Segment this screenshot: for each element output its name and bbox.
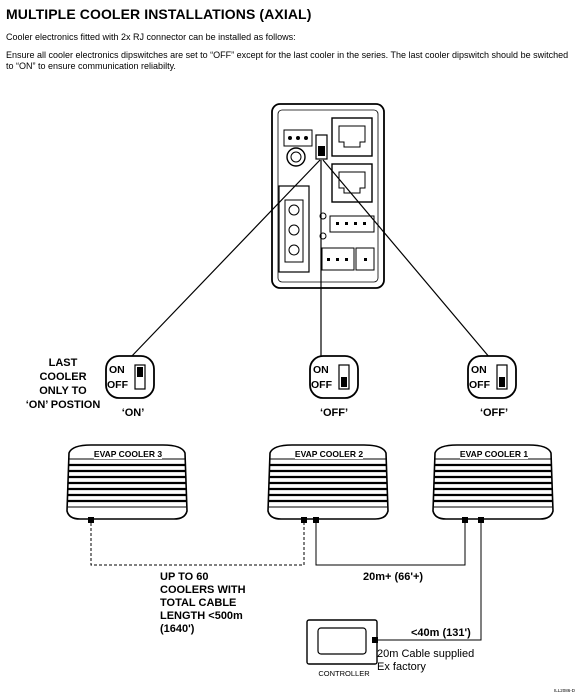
svg-text:CONTROLLER: CONTROLLER [318, 669, 370, 678]
svg-text:OFF: OFF [469, 379, 491, 391]
electronics-board [271, 103, 385, 289]
dipswitch-callout-cooler-2: ON OFF [309, 355, 359, 399]
controller-length-label: <40m (131') [411, 627, 471, 639]
svg-text:ON: ON [313, 364, 329, 376]
switch-state-cooler-3: ‘ON’ [122, 407, 145, 419]
switch-state-cooler-1: ‘OFF’ [480, 407, 508, 419]
svg-text:LENGTH <500m: LENGTH <500m [160, 610, 243, 622]
svg-text:COOLER: COOLER [39, 371, 86, 383]
svg-text:ON: ON [109, 364, 125, 376]
svg-text:‘ON’ POSTION: ‘ON’ POSTION [26, 399, 101, 411]
instruction-text: Ensure all cooler electronics dipswitche… [6, 50, 569, 71]
controller-cable-note: 20m Cable supplied [377, 648, 474, 660]
cable-length-note: UP TO 60 COOLERS WITH TOTAL CABLE LENGTH… [160, 571, 246, 635]
svg-text:UP TO 60: UP TO 60 [160, 571, 209, 583]
page-title: MULTIPLE COOLER INSTALLATIONS (AXIAL) [6, 6, 312, 22]
svg-text:TOTAL CABLE: TOTAL CABLE [160, 597, 236, 609]
svg-text:OFF: OFF [107, 379, 129, 391]
svg-text:COOLERS WITH: COOLERS WITH [160, 584, 246, 596]
rj-jack-top [331, 117, 373, 157]
rj-jack-bottom [331, 163, 373, 203]
figure-code: ILL2086-D [554, 688, 576, 693]
switch-state-cooler-2: ‘OFF’ [320, 407, 348, 419]
svg-text:ON: ON [471, 364, 487, 376]
svg-text:OFF: OFF [311, 379, 333, 391]
dipswitch-callout-cooler-3: ON OFF [105, 355, 155, 399]
last-cooler-note: LAST COOLER ONLY TO ‘ON’ POSTION [26, 357, 101, 411]
evap-cooler-3: EVAP COOLER 3 [65, 443, 189, 521]
svg-text:LAST: LAST [49, 357, 78, 369]
evap-cooler-2: EVAP COOLER 2 [266, 443, 390, 521]
svg-text:EVAP COOLER 3: EVAP COOLER 3 [94, 449, 162, 459]
svg-text:EVAP COOLER 2: EVAP COOLER 2 [295, 449, 363, 459]
controller-unit: CONTROLLER [306, 619, 378, 678]
link-length-label: 20m+ (66'+) [363, 571, 423, 583]
intro-text: Cooler electronics fitted with 2x RJ con… [6, 32, 296, 42]
communication-cabling [90, 523, 482, 641]
controller-cable-note-2: Ex factory [377, 661, 426, 673]
svg-text:ONLY TO: ONLY TO [39, 385, 87, 397]
board-dipswitch [315, 134, 328, 160]
svg-text:(1640'): (1640') [160, 623, 195, 635]
evap-cooler-1: EVAP COOLER 1 [431, 443, 555, 521]
svg-text:EVAP COOLER 1: EVAP COOLER 1 [460, 449, 528, 459]
dipswitch-callout-cooler-1: ON OFF [467, 355, 517, 399]
